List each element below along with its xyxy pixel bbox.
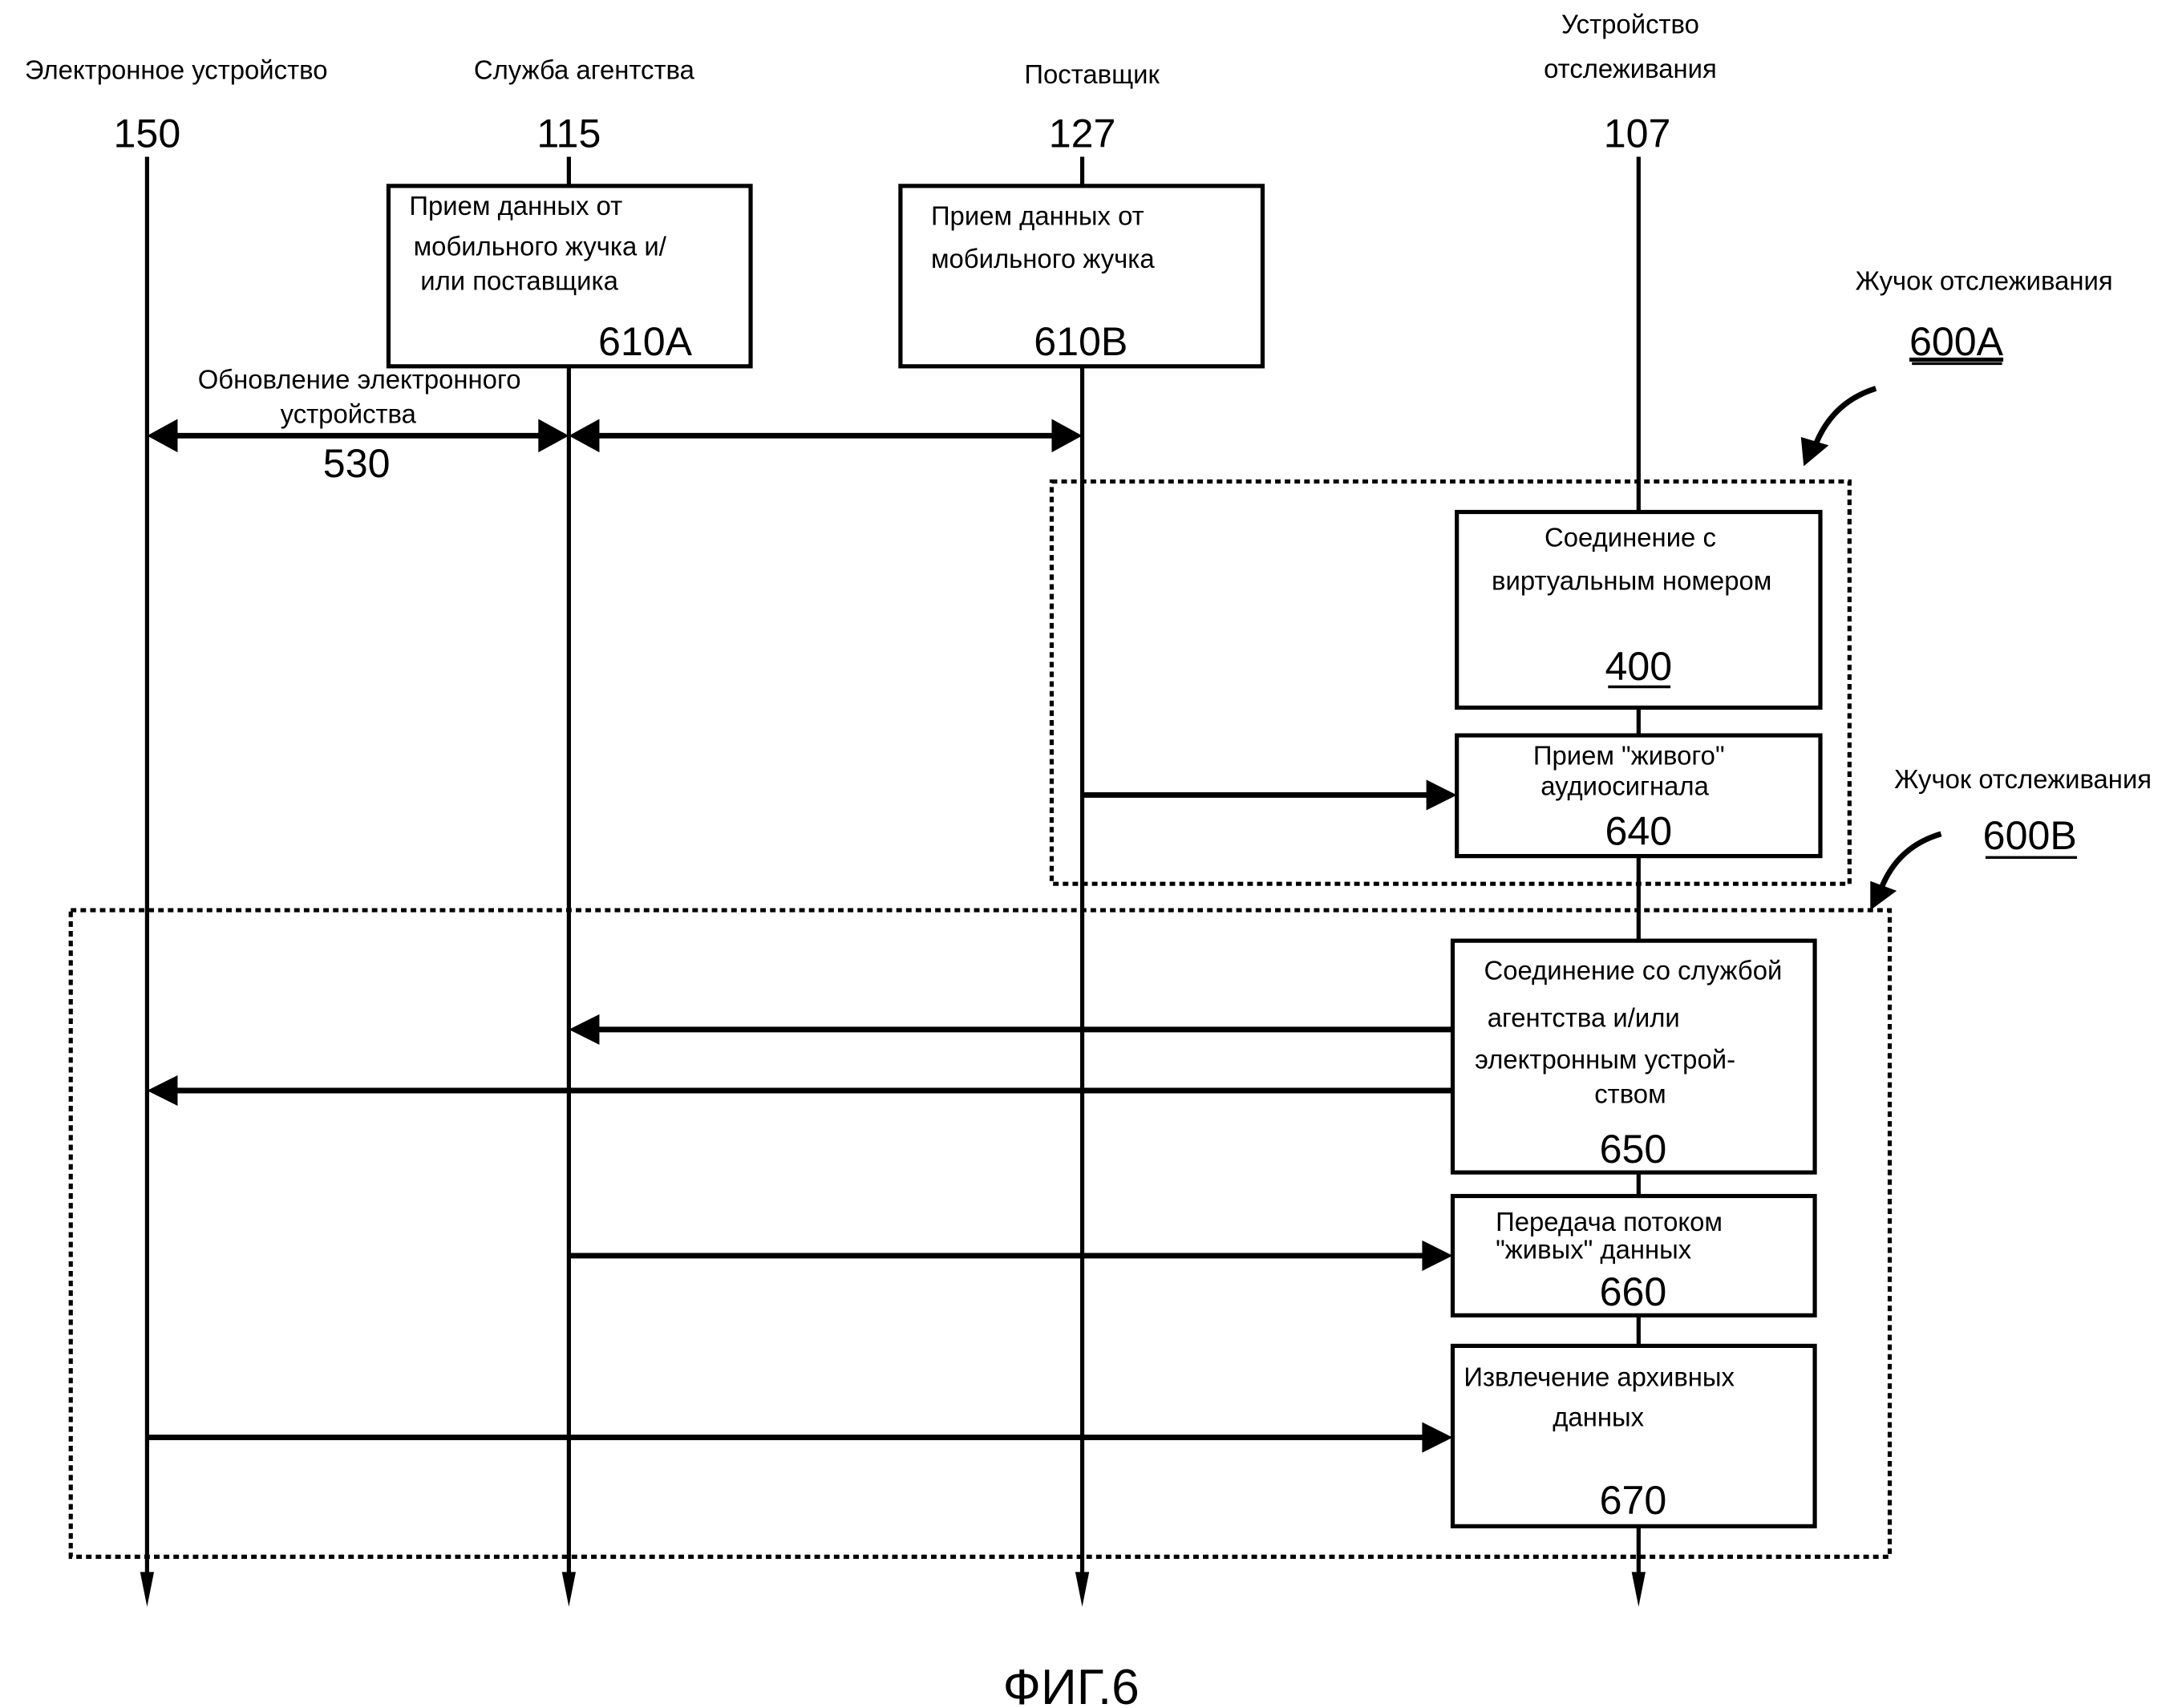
group-600b-frame [68,908,1893,1559]
box-650 [1450,938,1817,1175]
group-600b-pointer-arrow [1878,831,1942,889]
lifeline-150-arrowhead [140,1572,155,1607]
box-650-line3: электронным устрой- [1475,1044,1735,1074]
box-640-number: 640 [1605,809,1672,854]
box-670 [1450,1343,1817,1528]
box-650-line2: агентства и/или [1488,1002,1680,1032]
box-650-number: 650 [1600,1127,1667,1172]
lifeline-127-title: Поставщик [1024,59,1160,89]
box-670-number: 670 [1600,1478,1667,1523]
lifeline-150-title: Электронное устройство [25,55,328,85]
arrow-650-to-115-head [569,1014,600,1045]
box-610b-line2: мобильного жучка [931,244,1155,273]
box-610b-number: 610B [1034,319,1128,364]
lifeline-107-arrowhead [1631,1572,1646,1607]
box-670-line1: Извлечение архивных [1464,1362,1735,1392]
group-600a-pointer-arrow [1812,386,1877,448]
box-660-number: 660 [1600,1269,1667,1314]
figure-caption: ФИГ.6 [1003,1660,1140,1708]
group-600a-label: Жучок отслеживания [1856,266,2113,296]
box-650-line1: Соединение со службой [1484,956,1783,986]
group-600a-number: 600A [1909,319,2004,364]
group-600a-frame [1049,479,1852,886]
box-610b [898,184,1265,369]
update-arrowhead-left-2 [569,419,600,453]
box-650-line4: ством [1594,1079,1666,1109]
lifeline-115-number: 115 [536,111,601,156]
box-660 [1450,1193,1817,1317]
lifeline-115-arrowhead [561,1572,577,1607]
arrow-115-to-660-head [1422,1240,1453,1271]
lifeline-107-title-line1: Устройство [1561,10,1699,39]
box-640 [1455,733,1823,859]
box-400 [1455,509,1823,710]
arrow-650-to-150-head [147,1075,178,1107]
box-610a-line2: мобильного жучка и/ [414,231,667,261]
lifeline-150-number: 150 [114,111,181,156]
group-600b-number: 600B [1983,813,2077,858]
update-label-line1: Обновление электронного [198,364,521,394]
update-arrowhead-right-2 [1051,419,1083,453]
box-610a-line1: Прием данных от [409,191,622,221]
lifeline-127-number: 127 [1049,111,1116,156]
update-number: 530 [323,441,391,486]
lifeline-107-number: 107 [1604,111,1671,156]
box-670-line2: данных [1553,1402,1644,1432]
arrow-127-to-640-head [1426,779,1457,811]
update-label-line2: устройства [281,399,417,429]
lifeline-127-arrowhead [1075,1572,1090,1607]
group-600a-pointer-arrowhead [1800,437,1829,467]
box-400-line1: Соединение с [1545,523,1716,552]
arrow-150-to-670-head [1422,1422,1453,1453]
box-660-line2: "живых" данных [1496,1234,1692,1264]
box-660-line1: Передача потоком [1496,1207,1723,1236]
lifeline-107-title-line2: отслеживания [1544,54,1717,83]
group-600b-label: Жучок отслеживания [1894,764,2152,794]
update-arrowhead-right [538,419,569,453]
box-400-line2: виртуальным номером [1492,565,1771,595]
update-arrowhead-left [147,419,178,453]
box-610a [386,184,753,369]
box-610a-line3: или поставщика [420,266,618,296]
lifeline-115-title: Служба агентства [474,55,695,85]
box-610a-number: 610A [598,319,693,364]
box-640-line1: Прием "живого" [1533,740,1725,770]
box-640-line2: аудиосигнала [1540,771,1709,800]
box-400-number: 400 [1605,644,1672,689]
box-610b-line1: Прием данных от [931,200,1144,230]
